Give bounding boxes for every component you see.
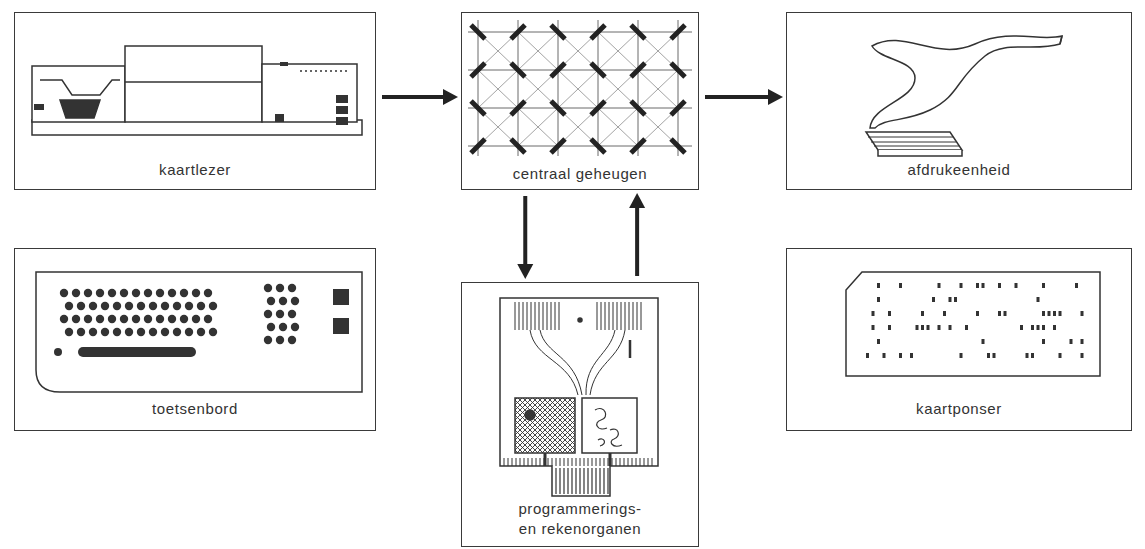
flow-arrow [382, 89, 458, 105]
punched-card-drawing [846, 272, 1100, 376]
card-reader-box: kaartlezer [14, 12, 376, 190]
keyboard-box: toetsenbord [14, 248, 376, 431]
printout-drawing [866, 36, 1062, 156]
box-label: kaartlezer [156, 160, 234, 180]
card-reader-drawing [32, 46, 362, 135]
memory-box: centraal geheugen [461, 12, 699, 190]
core-memory-drawing [468, 20, 692, 156]
keyboard-drawing [36, 272, 362, 392]
box-label: afdrukeenheid [905, 160, 1014, 180]
box-label: kaartponser [913, 399, 1005, 419]
flow-arrow [705, 89, 783, 105]
processor-box: programmerings- en rekenorganen [461, 282, 699, 547]
box-label: toetsenbord [149, 399, 241, 419]
card-punch-box: kaartponser [786, 248, 1132, 431]
box-label: programmerings- en rekenorganen [513, 499, 647, 538]
circuit-board-drawing [500, 298, 658, 496]
flow-arrow [517, 196, 533, 279]
printer-box: afdrukeenheid [786, 12, 1132, 190]
box-label: centraal geheugen [510, 164, 650, 184]
flow-arrow [629, 193, 645, 276]
